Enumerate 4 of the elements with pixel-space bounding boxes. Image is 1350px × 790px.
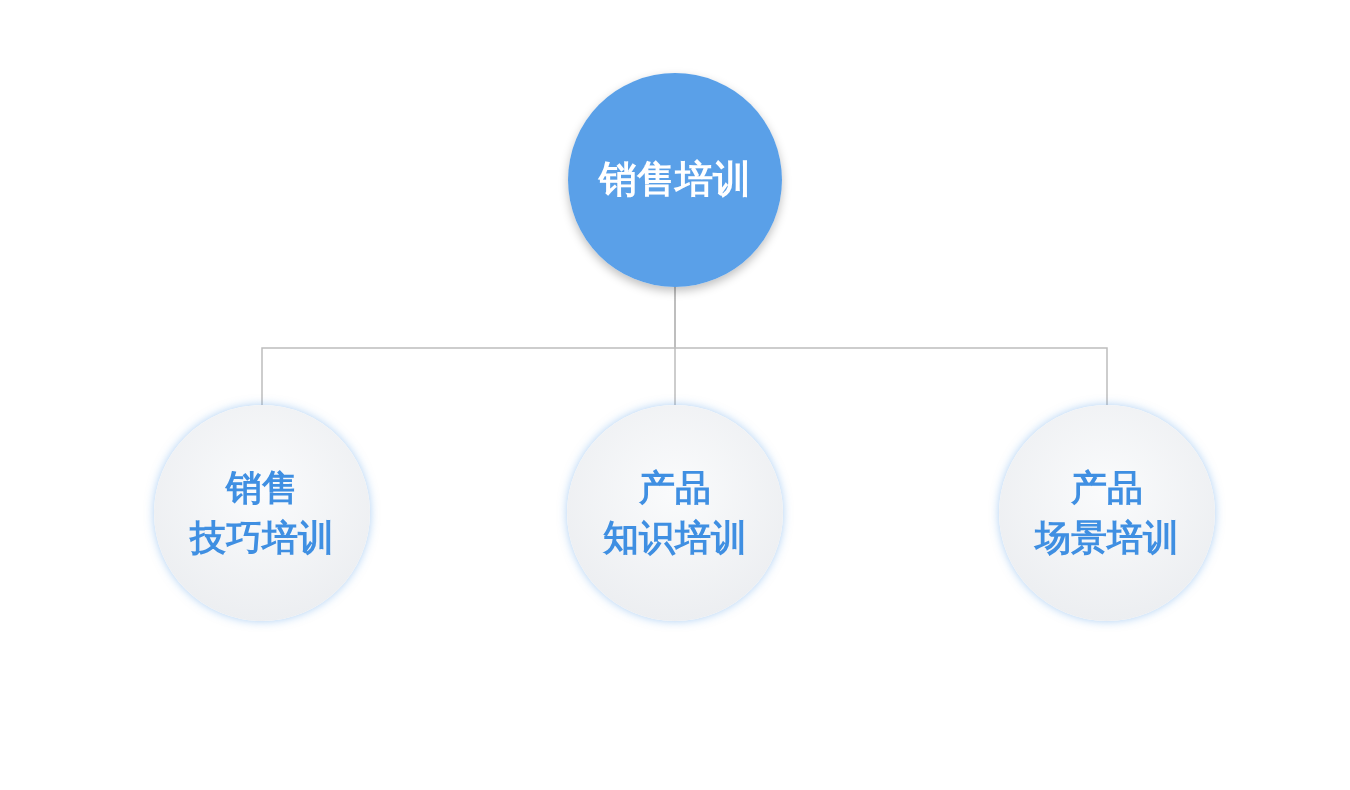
node-label: 产品场景培训 — [1035, 465, 1179, 560]
node-label: 产品知识培训 — [603, 465, 747, 560]
node-label: 销售培训 — [599, 156, 751, 204]
node-label: 销售技巧培训 — [190, 465, 334, 560]
